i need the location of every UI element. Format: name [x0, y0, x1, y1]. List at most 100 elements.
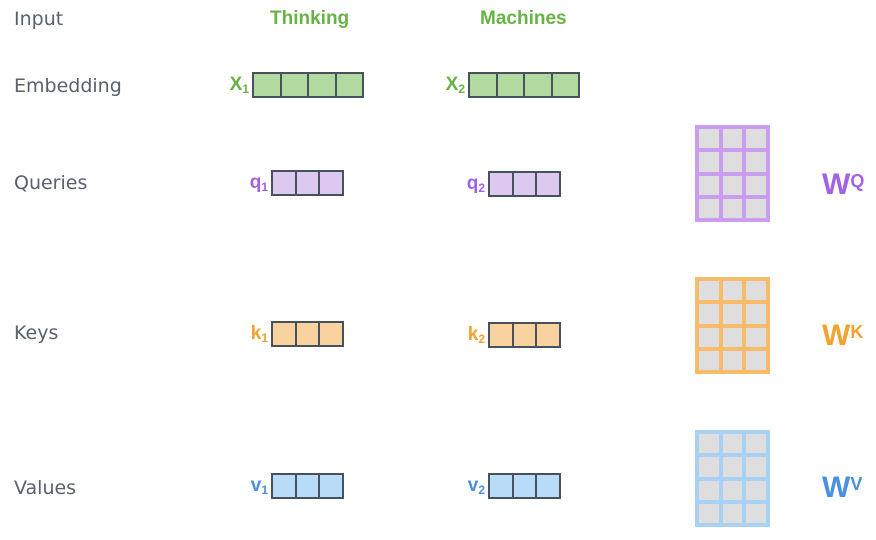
- vector-label-v1-sub: 1: [261, 483, 268, 497]
- vector-label-k2-base: k: [467, 324, 479, 345]
- vector-cell: [552, 74, 578, 96]
- embedding-vector-x2: [468, 72, 580, 98]
- vector-cell: [537, 173, 560, 195]
- vector-cell: [525, 74, 553, 96]
- matrix-cell: [746, 350, 766, 370]
- key-vector-k2: [488, 322, 561, 348]
- vector-cell: [273, 172, 297, 194]
- token-thinking: Thinking: [270, 8, 350, 29]
- matrix-cell: [699, 503, 719, 523]
- vector-label-x1: X1: [217, 75, 249, 95]
- matrix-label-wq-sup: Q: [850, 171, 865, 191]
- matrix-label-wv-base: W: [822, 471, 851, 504]
- vector-label-v2: v2: [453, 476, 485, 496]
- vector-label-k2: k2: [453, 325, 485, 345]
- vector-cell: [513, 173, 538, 195]
- matrix-cell: [722, 327, 743, 347]
- matrix-cell: [722, 434, 743, 454]
- matrix-cell: [699, 327, 719, 347]
- matrix-cell: [699, 129, 719, 149]
- embedding-vector-x1: [252, 72, 364, 98]
- vector-label-x1-base: X: [229, 74, 243, 95]
- vector-cell: [281, 74, 309, 96]
- matrix-cell: [722, 175, 743, 195]
- vector-label-q2-base: q: [466, 173, 479, 194]
- matrix-cell: [699, 175, 719, 195]
- row-label-values: Values: [14, 477, 77, 499]
- vector-cell: [296, 172, 321, 194]
- vector-label-x2: X2: [433, 75, 465, 95]
- vector-cell: [513, 475, 538, 497]
- embedding-x2-group: X2: [433, 72, 580, 98]
- matrix-cell: [746, 503, 766, 523]
- vector-label-x1-sub: 1: [242, 82, 249, 96]
- row-label-input: Input: [14, 8, 64, 30]
- vector-label-k1-base: k: [250, 323, 262, 344]
- matrix-cell: [699, 198, 719, 218]
- matrix-label-wk: WK: [822, 321, 863, 351]
- matrix-cell: [746, 129, 766, 149]
- vector-cell: [490, 173, 514, 195]
- vector-label-q1: q1: [236, 173, 268, 193]
- vector-cell: [513, 324, 538, 346]
- vector-cell: [254, 74, 282, 96]
- weight-matrix-wv: [695, 430, 770, 527]
- key-vector-k1: [271, 321, 344, 347]
- vector-cell: [336, 74, 362, 96]
- vector-cell: [309, 74, 337, 96]
- value-v2-group: v2: [453, 473, 561, 499]
- vector-label-x2-sub: 2: [458, 82, 465, 96]
- vector-label-v2-sub: 2: [478, 483, 485, 497]
- vector-cell: [296, 323, 321, 345]
- vector-cell: [490, 475, 514, 497]
- embedding-x1-group: X1: [217, 72, 364, 98]
- matrix-cell: [746, 327, 766, 347]
- token-machines: Machines: [480, 8, 567, 29]
- matrix-label-wv-sup: V: [850, 474, 863, 494]
- vector-label-v1-base: v: [250, 475, 262, 496]
- matrix-cell: [746, 304, 766, 324]
- value-vector-v1: [271, 473, 344, 499]
- query-q1-group: q1: [236, 170, 344, 196]
- query-vector-q1: [271, 170, 344, 196]
- vector-cell: [320, 475, 343, 497]
- matrix-label-wv: WV: [822, 473, 862, 503]
- matrix-cell: [699, 304, 719, 324]
- vector-cell: [273, 475, 297, 497]
- matrix-cell: [722, 129, 743, 149]
- weight-matrix-wk: [695, 277, 770, 374]
- matrix-label-wk-base: W: [822, 319, 851, 352]
- matrix-cell: [746, 281, 766, 301]
- matrix-cell: [746, 434, 766, 454]
- matrix-cell: [722, 350, 743, 370]
- matrix-label-wk-sup: K: [850, 322, 864, 342]
- matrix-cell: [746, 198, 766, 218]
- vector-cell: [537, 324, 560, 346]
- matrix-cell: [699, 434, 719, 454]
- vector-label-q2-sub: 2: [478, 181, 485, 195]
- vector-label-k1: k1: [236, 324, 268, 344]
- matrix-cell: [722, 198, 743, 218]
- vector-label-q1-base: q: [249, 172, 262, 193]
- query-vector-q2: [488, 171, 561, 197]
- matrix-cell: [746, 457, 766, 477]
- vector-label-v2-base: v: [467, 475, 479, 496]
- row-label-queries: Queries: [14, 172, 88, 194]
- weight-matrix-wq: [695, 125, 770, 222]
- matrix-cell: [722, 304, 743, 324]
- vector-cell: [320, 172, 343, 194]
- vector-label-k2-sub: 2: [478, 332, 485, 346]
- vector-label-q2: q2: [453, 174, 485, 194]
- matrix-cell: [699, 281, 719, 301]
- matrix-cell: [699, 457, 719, 477]
- vector-cell: [490, 324, 514, 346]
- vector-label-v1: v1: [236, 476, 268, 496]
- vector-cell: [470, 74, 498, 96]
- matrix-label-wq-base: W: [822, 168, 851, 201]
- matrix-cell: [722, 480, 743, 500]
- matrix-cell: [699, 480, 719, 500]
- vector-label-k1-sub: 1: [261, 331, 268, 345]
- matrix-cell: [746, 480, 766, 500]
- matrix-cell: [746, 152, 766, 172]
